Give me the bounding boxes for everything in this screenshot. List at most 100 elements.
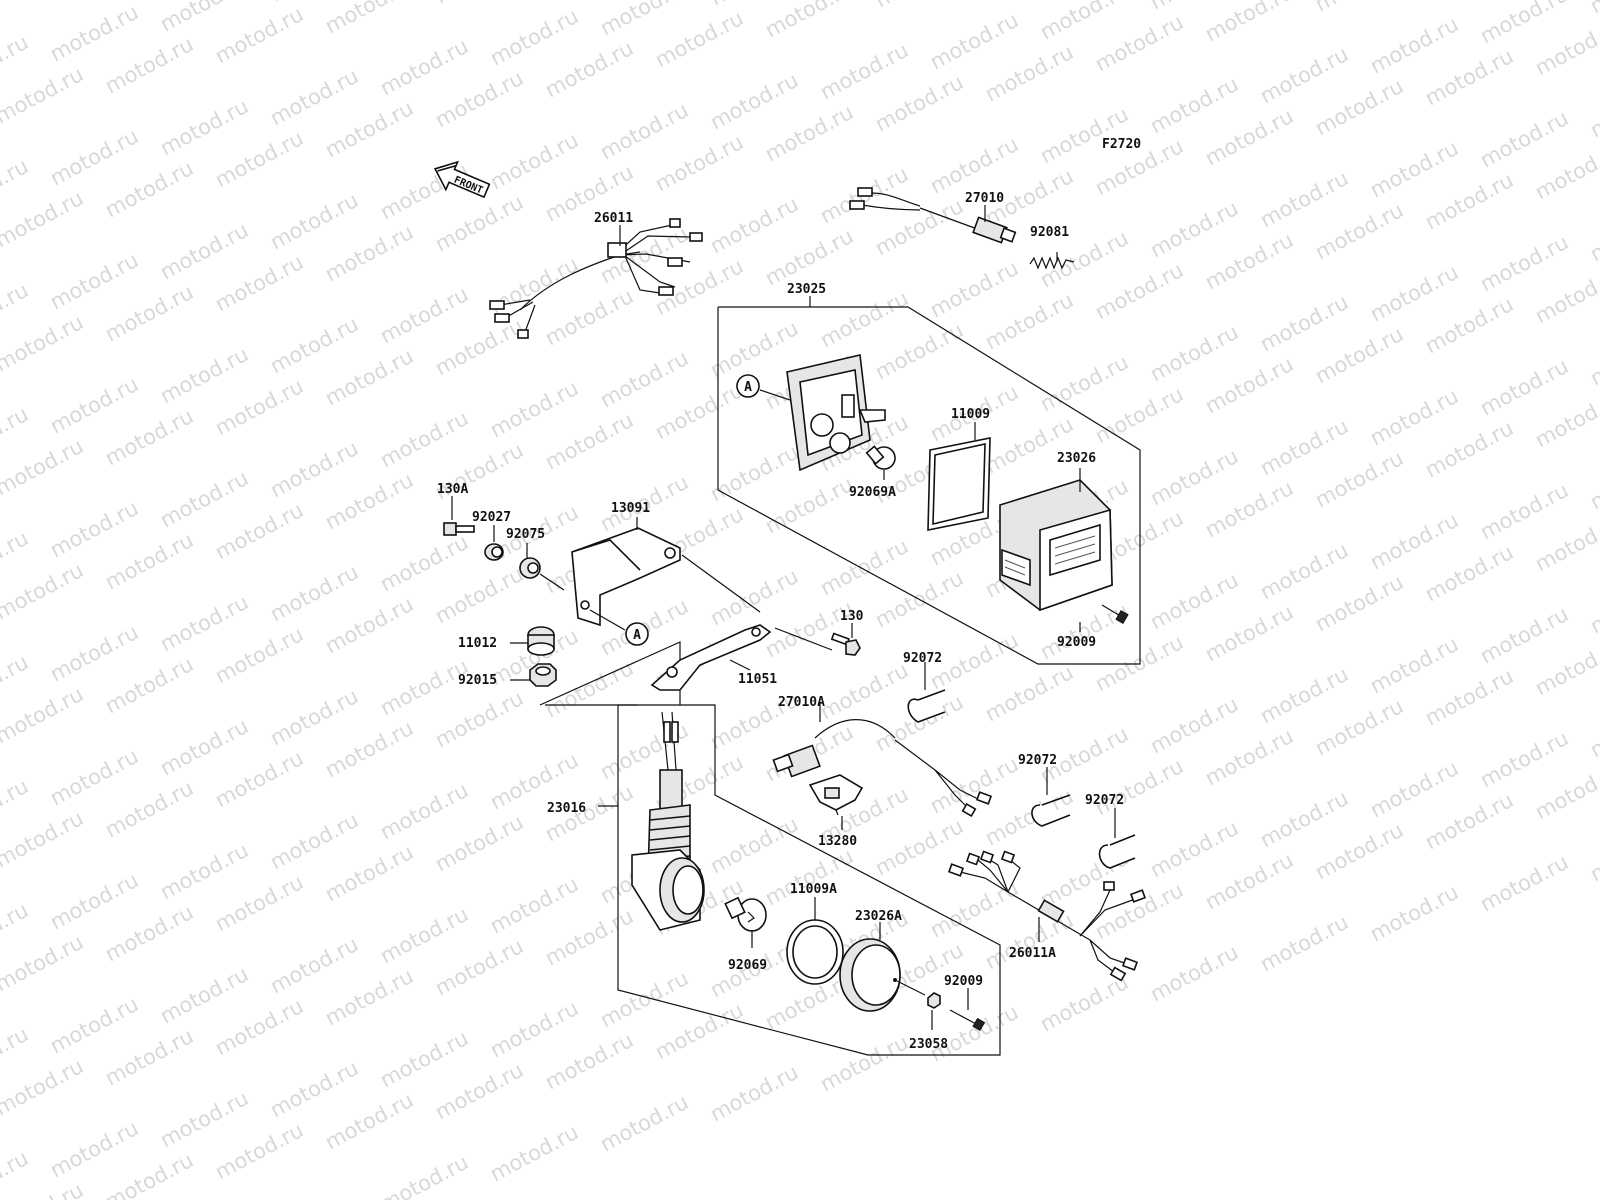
holder xyxy=(808,774,864,816)
watermark-text: motod.ru xyxy=(651,6,747,72)
watermark-text: motod.ru xyxy=(321,96,417,162)
watermark-text: motod.ru xyxy=(1421,664,1517,730)
watermark-text: motod.ru xyxy=(486,4,582,70)
watermark-text: motod.ru xyxy=(1366,632,1462,698)
watermark-text: motod.ru xyxy=(761,596,857,662)
label-26011: 26011 xyxy=(594,211,633,226)
watermark-text: motod.ru xyxy=(926,256,1022,322)
watermark-text: motod.ru xyxy=(101,1024,197,1090)
watermark-text: motod.ru xyxy=(981,288,1077,354)
watermark-text: motod.ru xyxy=(321,220,417,286)
watermark-text: motod.ru xyxy=(816,658,912,724)
spring xyxy=(1029,256,1075,270)
watermark-text: motod.ru xyxy=(1476,230,1572,296)
tail-lens xyxy=(999,479,1113,612)
watermark-text: motod.ru xyxy=(376,1150,472,1200)
watermark-text: motod.ru xyxy=(816,38,912,104)
watermark-text: motod.ru xyxy=(266,64,362,130)
watermark-text: motod.ru xyxy=(1091,754,1187,820)
label-92072-c: 92072 xyxy=(1085,793,1124,808)
wiring-harness-front xyxy=(489,218,703,339)
watermark-text: motod.ru xyxy=(376,530,472,596)
watermark-text: motod.ru xyxy=(431,1058,527,1124)
watermark-text: motod.ru xyxy=(0,30,32,96)
watermark-text: motod.ru xyxy=(0,62,87,128)
watermark-text: motod.ru xyxy=(1421,292,1517,358)
wiring-harness-rear xyxy=(947,850,1147,982)
watermark-text: motod.ru xyxy=(1531,758,1600,824)
watermark-text: motod.ru xyxy=(376,282,472,348)
watermark-text: motod.ru xyxy=(376,1026,472,1092)
watermark-text: motod.ru xyxy=(541,36,637,102)
watermark-text: motod.ru xyxy=(321,0,417,38)
watermark-text: motod.ru xyxy=(0,930,87,996)
watermark-text: motod.ru xyxy=(266,684,362,750)
label-130A: 130A xyxy=(437,482,468,497)
watermark-text: motod.ru xyxy=(156,342,252,408)
watermark-text: motod.ru xyxy=(541,656,637,722)
watermark-text: motod.ru xyxy=(0,0,87,4)
watermark-text: motod.ru xyxy=(981,412,1077,478)
watermark-text: motod.ru xyxy=(1366,136,1462,202)
watermark-text: motod.ru xyxy=(211,622,307,688)
watermark-text: motod.ru xyxy=(761,0,857,42)
watermark-text: motod.ru xyxy=(596,346,692,412)
label-92015: 92015 xyxy=(458,673,497,688)
watermark-text: motod.ru xyxy=(761,100,857,166)
watermark-text: motod.ru xyxy=(321,344,417,410)
watermark-text: motod.ru xyxy=(0,434,87,500)
watermark-text: motod.ru xyxy=(431,934,527,1000)
watermark-text: motod.ru xyxy=(651,130,747,196)
watermark-text: motod.ru xyxy=(1421,788,1517,854)
watermark-text: motod.ru xyxy=(596,0,692,40)
screw-turn xyxy=(949,1009,986,1032)
watermark-text: motod.ru xyxy=(816,286,912,352)
watermark-text: motod.ru xyxy=(486,376,582,442)
watermark-text: motod.ru xyxy=(46,0,142,66)
switch-top xyxy=(849,187,1017,244)
watermark-text: motod.ru xyxy=(156,218,252,284)
watermark-text: motod.ru xyxy=(1421,44,1517,110)
watermark-text: motod.ru xyxy=(0,278,32,344)
screw-tail xyxy=(1101,604,1129,625)
watermark-text: motod.ru xyxy=(431,66,527,132)
watermark-text: motod.ru xyxy=(1531,386,1600,452)
clamp-1 xyxy=(907,689,946,723)
watermark-text: motod.ru xyxy=(1256,786,1352,852)
watermark-text: motod.ru xyxy=(431,562,527,628)
label-92075: 92075 xyxy=(506,527,545,542)
watermark-text: motod.ru xyxy=(266,1056,362,1122)
label-23025: 23025 xyxy=(787,282,826,297)
label-23026A: 23026A xyxy=(855,909,902,924)
watermark-text: motod.ru xyxy=(1201,0,1297,46)
watermark-text: motod.ru xyxy=(1421,416,1517,482)
washer xyxy=(927,992,941,1009)
turn-signal-stalk xyxy=(631,711,705,931)
watermark-text: motod.ru xyxy=(706,1060,802,1126)
watermark-text: motod.ru xyxy=(1366,12,1462,78)
svg-text:A: A xyxy=(744,380,752,395)
watermark-text: motod.ru xyxy=(596,966,692,1032)
watermark-text: motod.ru xyxy=(1311,694,1407,760)
clamp-2 xyxy=(1031,794,1071,827)
label-11012: 11012 xyxy=(458,636,497,651)
watermark-text: motod.ru xyxy=(46,744,142,810)
watermark-text: motod.ru xyxy=(0,682,87,748)
watermark-text: motod.ru xyxy=(761,224,857,290)
watermark-text: motod.ru xyxy=(101,776,197,842)
watermark-text: motod.ru xyxy=(431,190,527,256)
watermark-text: motod.ru xyxy=(1531,138,1600,204)
watermark-text: motod.ru xyxy=(1531,14,1600,80)
watermark-text: motod.ru xyxy=(0,898,32,964)
watermark-text: motod.ru xyxy=(706,192,802,258)
damper xyxy=(527,626,555,656)
label-23026: 23026 xyxy=(1057,451,1096,466)
watermark-text: motod.ru xyxy=(486,128,582,194)
watermark-text: motod.ru xyxy=(1531,262,1600,328)
label-11051: 11051 xyxy=(738,672,777,687)
label-92072-a: 92072 xyxy=(903,651,942,666)
bolt-130A xyxy=(443,522,475,536)
watermark-text: motod.ru xyxy=(0,310,87,376)
watermark-text: motod.ru xyxy=(101,156,197,222)
